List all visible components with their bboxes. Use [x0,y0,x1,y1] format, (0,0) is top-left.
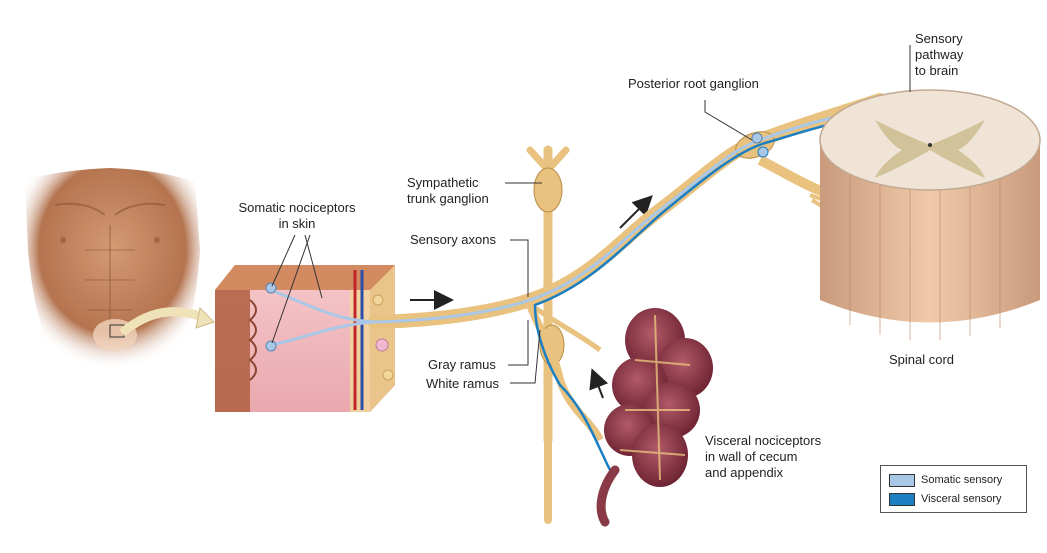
legend-label-visceral: Visceral sensory [921,493,1002,505]
spinal-cord-label: Spinal cord [889,352,955,367]
visceral-nociceptors-line3: and appendix [705,465,784,480]
sympathetic-trunk-ganglion-line2: trunk ganglion [407,191,489,206]
sympathetic-trunk-ganglion-label: Sympathetic trunk ganglion [407,175,489,207]
somatic-nociceptors-label: Somatic nociceptors in skin [222,200,372,232]
leader-lines [271,45,911,384]
zoom-arrow [119,307,207,337]
sympathetic-trunk [526,145,570,524]
somatic-swatch [889,473,915,487]
spinal-cord-illustration [819,89,1041,340]
sensory-axons-label: Sensory axons [410,232,496,247]
sensory-pathway-line2: pathway [915,47,964,62]
legend-label-somatic: Somatic sensory [921,474,1003,486]
sensory-pathway-label: Sensory pathway to brain [915,31,963,79]
sensory-pathway-line3: to brain [915,63,959,78]
legend: Somatic sensory Visceral sensory [880,465,1027,513]
somatic-nociceptors-line1: Somatic nociceptors [238,200,356,215]
cecum-illustration [596,308,713,527]
legend-item-somatic: Somatic sensory [889,472,1002,488]
visceral-nociceptors-label: Visceral nociceptors in wall of cecum an… [705,433,821,481]
sympathetic-trunk-ganglion-line1: Sympathetic [407,175,479,190]
visceral-fiber [533,115,894,471]
direction-arrow [619,195,653,229]
gray-ramus-label: Gray ramus [428,357,496,372]
visceral-swatch [889,492,915,506]
torso-illustration [25,168,200,370]
legend-item-visceral: Visceral sensory [889,491,1002,507]
skin-block [215,265,395,412]
visceral-nociceptors-line1: Visceral nociceptors [705,433,822,448]
posterior-root-ganglion-label: Posterior root ganglion [628,76,759,91]
white-ramus-label: White ramus [426,376,499,391]
visceral-nociceptors-line2: in wall of cecum [705,449,798,464]
somatic-nociceptors-line2: in skin [278,216,316,231]
direction-arrow [589,368,609,399]
sensory-pathway-line1: Sensory [915,31,963,46]
